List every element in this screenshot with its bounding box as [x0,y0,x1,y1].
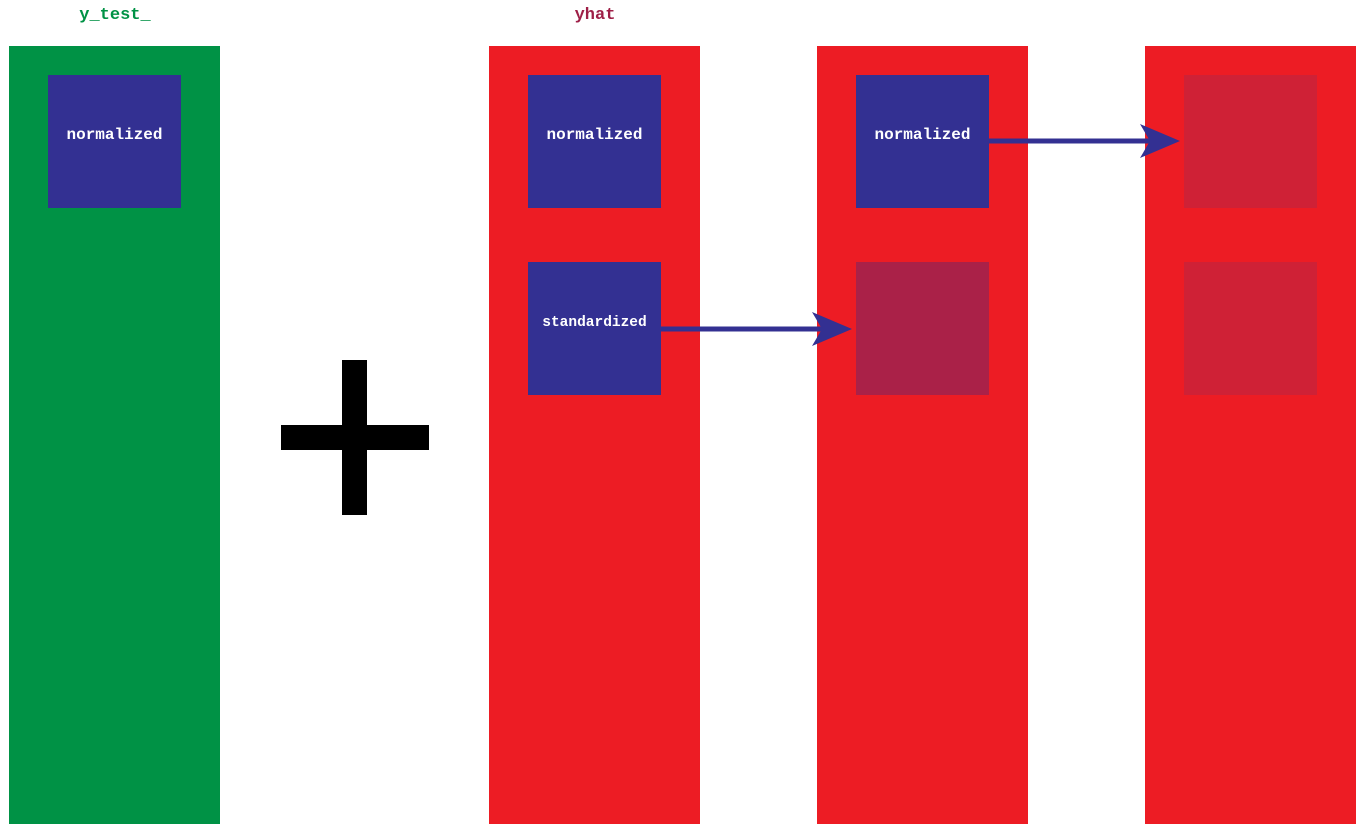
col4-faded-box-top [1184,75,1317,208]
transform-column-1: normalized [817,46,1028,824]
col4-faded-box-bottom [1184,262,1317,395]
y-test-header: y_test_ [79,6,151,25]
yhat-column: normalized standardized [489,46,700,824]
yhat-standardized-box: standardized [528,262,661,395]
col3-faded-box [856,262,989,395]
col3-normalized-box: normalized [856,75,989,208]
col3-normalized-label: normalized [874,125,971,144]
plus-sign-horizontal [281,425,429,450]
arrow-normalized [988,124,1180,158]
transform-column-2 [1145,46,1356,824]
y-test-normalized-box: normalized [48,75,181,208]
yhat-normalized-label: normalized [546,125,643,144]
y-test-column: normalized [9,46,220,824]
yhat-standardized-label: standardized [542,314,647,331]
yhat-header: yhat [574,6,616,25]
arrow-standardized [660,312,852,346]
y-test-normalized-label: normalized [66,125,163,144]
yhat-normalized-box: normalized [528,75,661,208]
